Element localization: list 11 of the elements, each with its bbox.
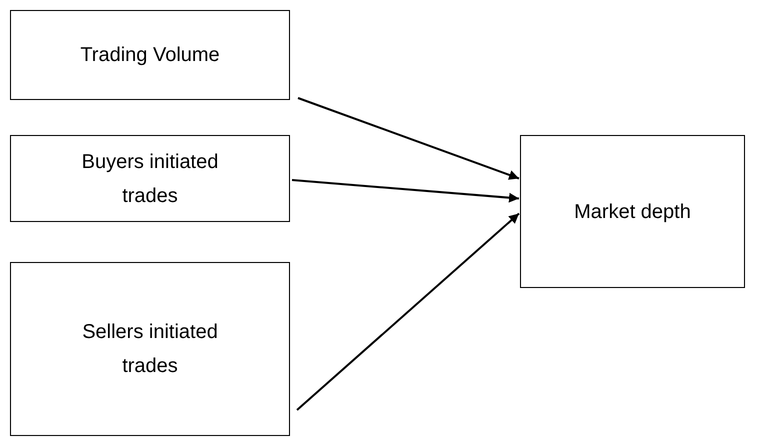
process-box <box>10 10 290 100</box>
arrow <box>292 179 520 203</box>
arrow <box>296 212 520 411</box>
box-label: Trading Volume <box>80 43 220 68</box>
box-label: Sellers initiated trades <box>81 320 219 379</box>
box-label: Market depth <box>574 200 691 224</box>
box-label: Buyers initiated trades <box>80 150 220 208</box>
process-box <box>10 135 290 222</box>
process-box <box>520 135 745 288</box>
process-box <box>10 262 290 436</box>
arrow <box>298 97 520 180</box>
